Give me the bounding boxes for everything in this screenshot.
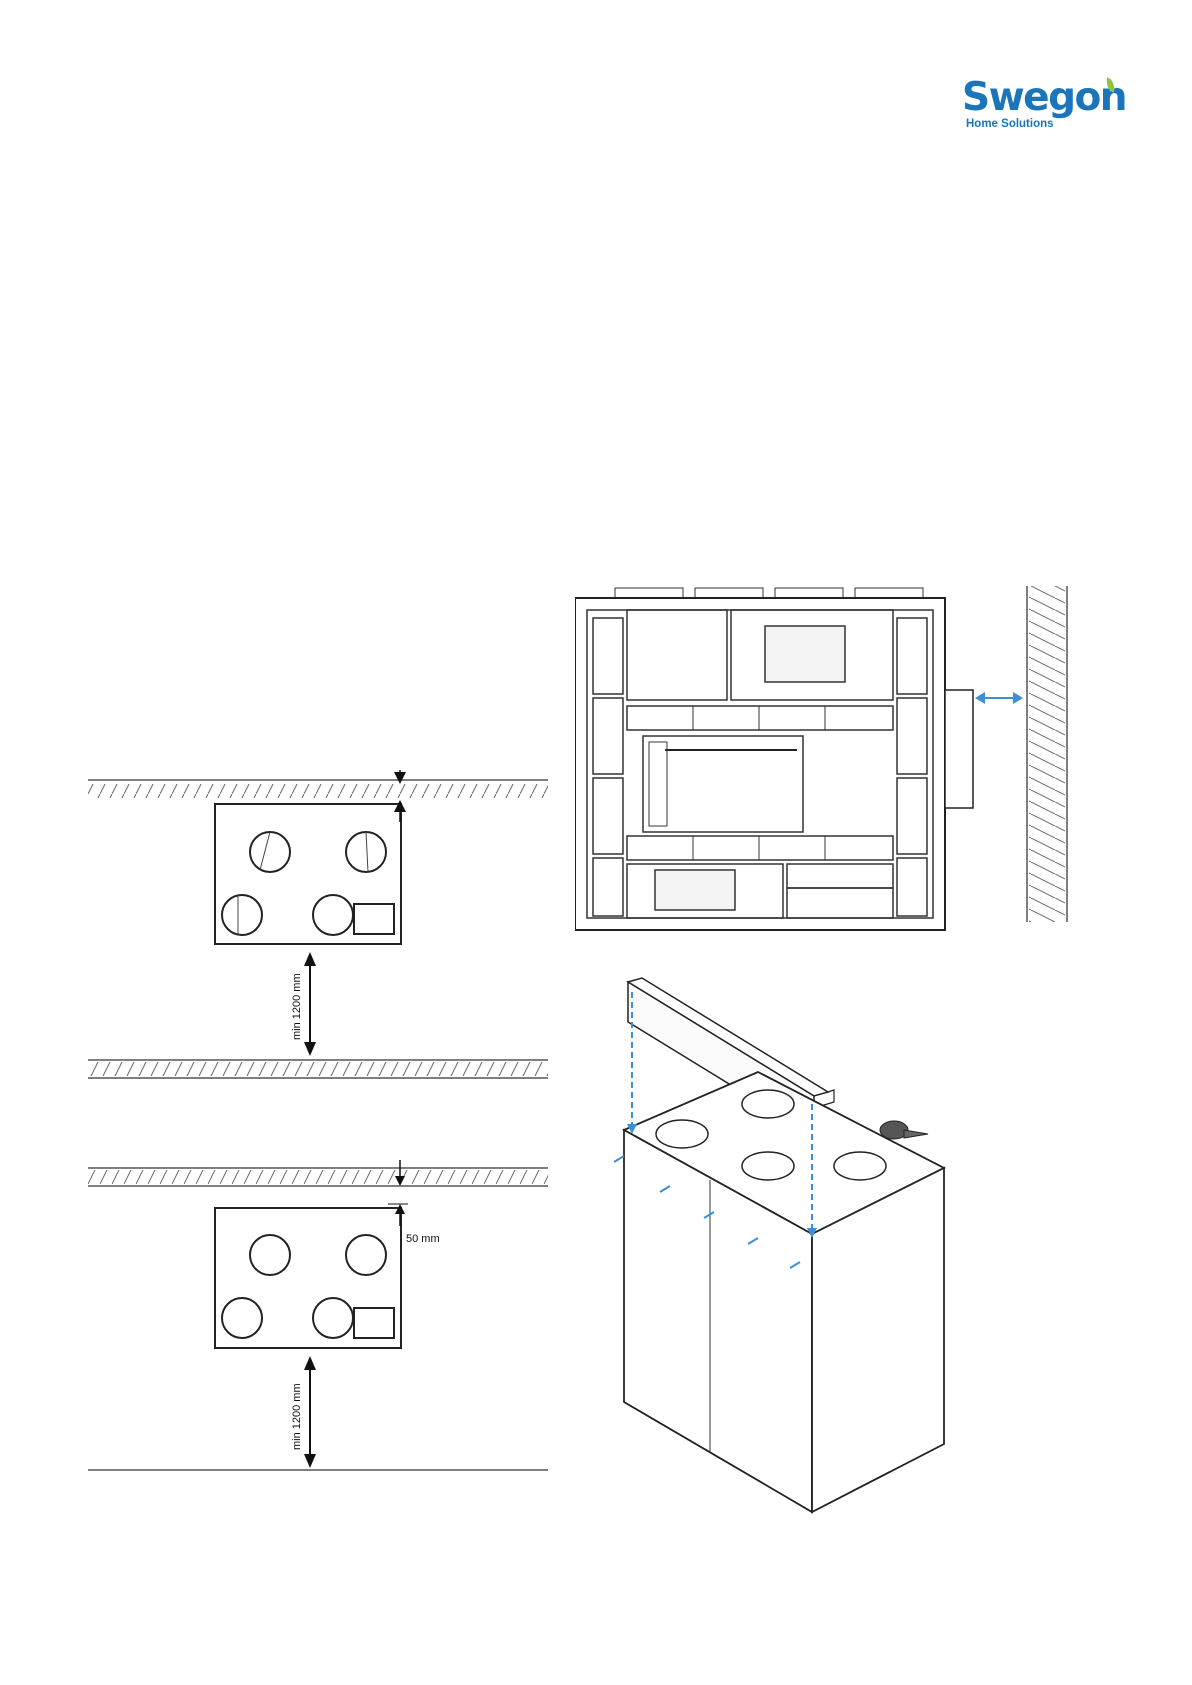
logo-wordmark: Swegon [962, 78, 1126, 117]
isometric-mounting-diagram [598, 972, 1018, 1552]
ceiling-hatch [88, 1168, 548, 1186]
dimension-label: min 1200 mm [291, 1383, 303, 1450]
clearance-diagram-bottom: 50 mm min 1200 mm [88, 1160, 558, 1480]
gap-label: 50 mm [406, 1233, 440, 1245]
swegon-logo: Swegon Home Solutions [962, 78, 1112, 140]
ventilation-unit-front [215, 1208, 401, 1348]
logo-tagline: Home Solutions [966, 118, 1054, 130]
wall-hatch [1027, 586, 1067, 922]
dimension-arrow [304, 952, 316, 1056]
unit-top-view [575, 586, 1075, 936]
dimension-label: min 1200 mm [291, 973, 303, 1040]
ventilation-unit-front [215, 804, 401, 944]
unit-plan [575, 588, 973, 930]
screw-icon [880, 1121, 928, 1139]
floor-hatch [88, 1060, 548, 1078]
ceiling-hatch [88, 780, 548, 798]
double-arrow-icon [975, 692, 1023, 704]
clearance-diagram-top: min 1200 mm [88, 770, 558, 1080]
dimension-arrow [304, 1356, 316, 1468]
